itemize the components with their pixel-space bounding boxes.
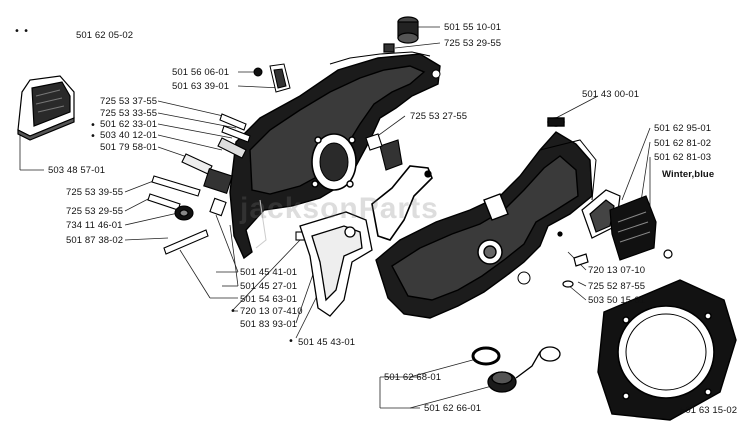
part-label: 720 13 07-410 bbox=[240, 306, 303, 317]
bullet-mark: • bbox=[90, 131, 96, 142]
bullet-mark: • bbox=[288, 336, 294, 347]
part-label: 501 56 06-01 bbox=[172, 67, 230, 78]
part-label: 725 53 27-55 bbox=[410, 111, 468, 122]
fuel-tank-housing bbox=[229, 51, 441, 260]
part-label: 720 13 07-10 bbox=[588, 265, 646, 276]
part-label: 501 87 38-02 bbox=[66, 235, 124, 246]
part-label: 501 62 81-02 bbox=[654, 138, 712, 149]
part-label: Winter,blue bbox=[662, 169, 715, 180]
part-label: 503 50 15-01 bbox=[588, 295, 646, 306]
part-label: 501 63 15-02 bbox=[680, 405, 738, 416]
part-label: 501 54 63-01 bbox=[240, 294, 298, 305]
part-label: 501 62 95-01 bbox=[654, 123, 712, 134]
watermark: jacksonParts bbox=[240, 192, 439, 225]
crankcase-housing bbox=[375, 117, 597, 319]
part-label: 501 62 05-02 bbox=[76, 30, 134, 41]
part-label: 501 83 93-01 bbox=[240, 319, 298, 330]
part-label: 725 53 29-55 bbox=[444, 38, 502, 49]
fan-housing-cover bbox=[597, 279, 737, 421]
part-label: 501 55 10-01 bbox=[444, 22, 502, 33]
part-label: 501 43 00-01 bbox=[582, 89, 640, 100]
small-bracket-part bbox=[253, 63, 291, 93]
part-label: 725 53 37-55 bbox=[100, 96, 158, 107]
part-label: 503 48 57-01 bbox=[48, 165, 106, 176]
part-label: 501 62 81-03 bbox=[654, 152, 712, 163]
part-label: 725 53 33-55 bbox=[100, 108, 158, 119]
part-label: 501 45 43-01 bbox=[298, 337, 356, 348]
part-label: 501 45 41-01 bbox=[240, 267, 298, 278]
part-label: 725 52 87-55 bbox=[588, 281, 646, 292]
part-label: 501 45 27-01 bbox=[240, 281, 298, 292]
part-label: 501 62 66-01 bbox=[424, 403, 482, 414]
ignition-plate-part bbox=[557, 189, 673, 288]
air-filter-part bbox=[17, 75, 75, 141]
bullet-mark: • bbox=[230, 306, 236, 317]
part-label: 501 63 39-01 bbox=[172, 81, 230, 92]
bullet-mark: • • bbox=[14, 26, 29, 37]
part-label: 501 62 33-01 bbox=[100, 119, 158, 130]
oil-cap-part bbox=[471, 346, 561, 393]
gasket-part bbox=[299, 165, 433, 317]
part-label: 725 53 29-55 bbox=[66, 206, 124, 217]
part-label: 501 62 68-01 bbox=[384, 372, 442, 383]
part-label: 503 40 12-01 bbox=[100, 130, 158, 141]
top-cap-part bbox=[383, 16, 419, 53]
screw-parts bbox=[147, 113, 403, 255]
part-label: 501 79 58-01 bbox=[100, 142, 158, 153]
bullet-mark: • bbox=[90, 120, 96, 131]
part-label: 725 53 39-55 bbox=[66, 187, 124, 198]
part-label: 734 11 46-01 bbox=[66, 220, 123, 231]
